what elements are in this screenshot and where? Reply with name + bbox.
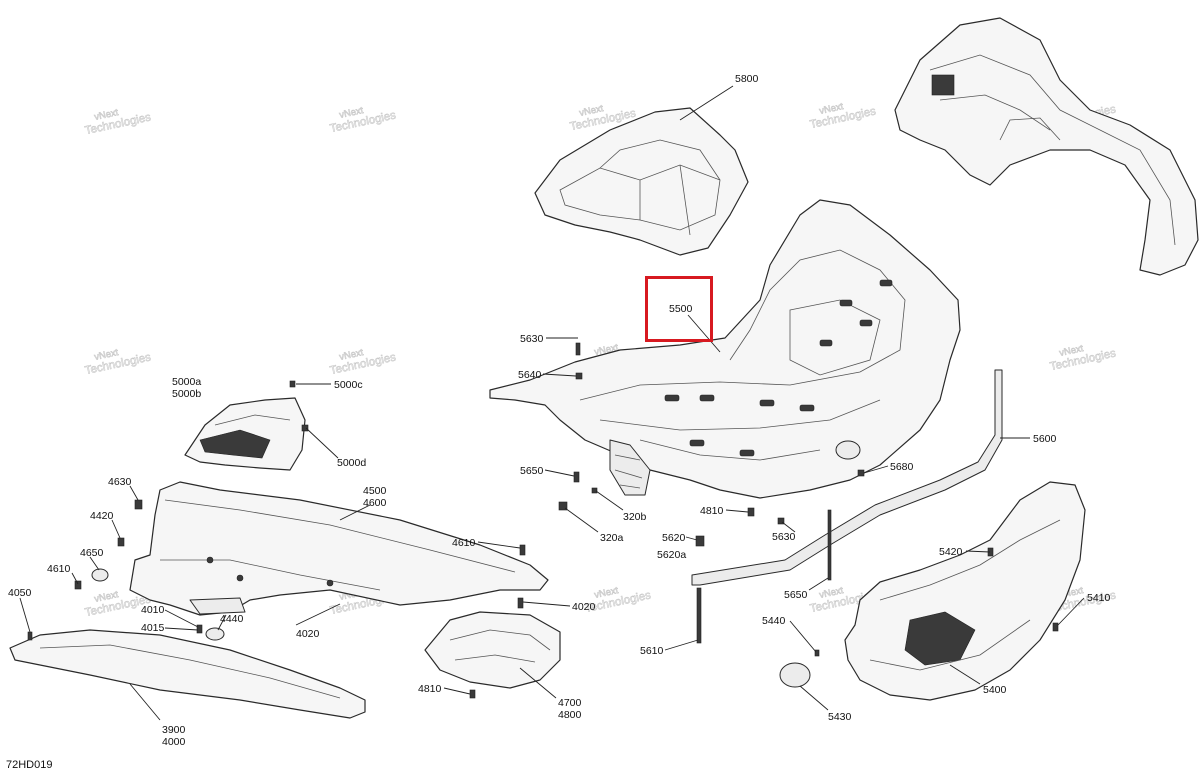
callout-5420: 5420 xyxy=(939,546,963,558)
svg-text:vNext: vNext xyxy=(593,585,619,601)
svg-text:vNext: vNext xyxy=(338,347,364,363)
callout-4015: 4015 xyxy=(141,622,165,634)
callout-320a: 320a xyxy=(600,532,624,544)
callout-4610-left: 4610 xyxy=(47,563,71,575)
svg-text:vNext: vNext xyxy=(1058,343,1084,359)
callout-5500: 5500 xyxy=(669,303,693,315)
callout-5680: 5680 xyxy=(890,461,914,473)
callout-4800: 4800 xyxy=(558,709,582,721)
callout-5630-upper: 5630 xyxy=(520,333,544,345)
callout-320b: 320b xyxy=(623,511,647,523)
callout-4600: 4600 xyxy=(363,497,387,509)
part-3900-running-board[interactable] xyxy=(9,629,366,719)
callout-5000b: 5000b xyxy=(172,388,201,400)
callout-4810-center: 4810 xyxy=(700,505,724,517)
highlight-box-5500 xyxy=(645,276,713,342)
callout-4020-right: 4020 xyxy=(572,601,596,613)
part-5800-seat-base[interactable] xyxy=(534,107,749,256)
callout-labels: 5800 5500 5630 5640 5650 5680 5600 320b … xyxy=(8,73,1111,748)
callout-4810-lower: 4810 xyxy=(418,683,442,695)
callout-5650-lower: 5650 xyxy=(784,589,808,601)
callout-5000d: 5000d xyxy=(337,457,366,469)
callout-5400: 5400 xyxy=(983,684,1007,696)
svg-text:vNext: vNext xyxy=(93,589,119,605)
callout-4420: 4420 xyxy=(90,510,114,522)
leader-lines xyxy=(19,85,1085,721)
svg-text:vNext: vNext xyxy=(578,103,604,119)
callout-4650: 4650 xyxy=(80,547,104,559)
part-5000-side-panel[interactable] xyxy=(184,397,306,471)
svg-text:vNext: vNext xyxy=(338,105,364,121)
drawing-reference-code: 72HD019 xyxy=(6,759,53,771)
callout-5430: 5430 xyxy=(828,711,852,723)
callout-5410: 5410 xyxy=(1087,592,1111,604)
callout-5000c: 5000c xyxy=(334,379,363,391)
callout-4000: 4000 xyxy=(162,736,186,748)
callout-4020-left: 4020 xyxy=(296,628,320,640)
callout-5440: 5440 xyxy=(762,615,786,627)
part-4700-footwell-panel[interactable] xyxy=(424,611,561,689)
callout-5620: 5620 xyxy=(662,532,686,544)
callout-5620a: 5620a xyxy=(657,549,686,561)
part-5500-floor-panel[interactable] xyxy=(489,199,961,499)
callout-4630: 4630 xyxy=(108,476,132,488)
svg-text:vNext: vNext xyxy=(93,347,119,363)
callout-5800: 5800 xyxy=(735,73,759,85)
callout-3900: 3900 xyxy=(162,724,186,736)
svg-text:vNext: vNext xyxy=(818,101,844,117)
callout-4010: 4010 xyxy=(141,604,165,616)
callout-4500: 4500 xyxy=(363,485,387,497)
part-5600-rail-tube[interactable] xyxy=(691,369,1003,586)
callout-4700: 4700 xyxy=(558,697,582,709)
svg-text:vNext: vNext xyxy=(93,107,119,123)
part-5400-front-side-panel[interactable] xyxy=(779,481,1086,701)
fastener-group xyxy=(27,342,1059,699)
callout-5610: 5610 xyxy=(640,645,664,657)
part-rear-fender-assembly[interactable] xyxy=(894,17,1199,276)
callout-5000a: 5000a xyxy=(172,376,201,388)
callout-5630-lower: 5630 xyxy=(772,531,796,543)
callout-4440: 4440 xyxy=(220,613,244,625)
callout-5600: 5600 xyxy=(1033,433,1057,445)
callout-4050: 4050 xyxy=(8,587,32,599)
part-4500-rocker-panel[interactable] xyxy=(129,481,549,616)
svg-text:vNext: vNext xyxy=(818,585,844,601)
callout-5650-upper: 5650 xyxy=(520,465,544,477)
callout-4610-right: 4610 xyxy=(452,537,476,549)
callout-5640: 5640 xyxy=(518,369,542,381)
